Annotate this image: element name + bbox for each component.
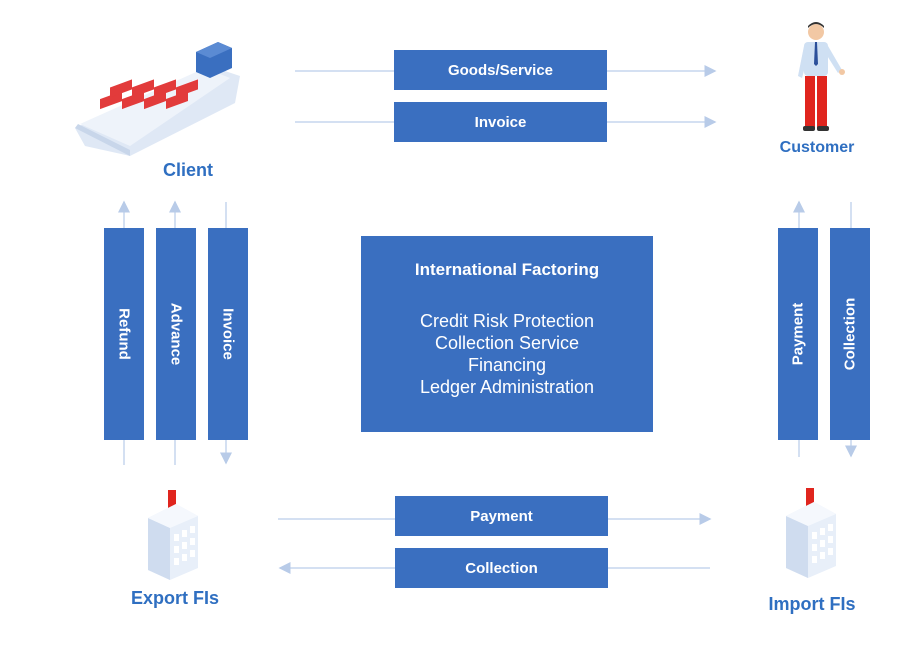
right-collection-box: Collection [830,228,870,440]
service-item: Collection Service [434,333,580,353]
collection-box: Collection [395,548,608,588]
refund-box: Refund [104,228,144,440]
import-fis-label: Import FIs [768,594,856,614]
goods-service-box: Goods/Service [394,50,607,90]
advance-box: Advance [156,228,196,440]
invoice-box: Invoice [394,102,607,142]
service-item: Credit Risk Protection [419,311,595,331]
collection-label: Collection [465,559,538,577]
payment-box: Payment [395,496,608,536]
goods-service-label: Goods/Service [447,61,554,79]
right-payment-box: Payment [778,228,818,440]
export-fis-label: Export FIs [130,588,219,608]
factoring-box: International Factoring Credit Risk Prot… [361,236,653,432]
ship-icon [75,42,240,156]
customer-label: Customer [779,139,855,156]
building-icon [148,490,198,580]
person-icon [798,22,845,131]
service-item: Ledger Administration [419,377,595,397]
building-icon [786,488,836,578]
factoring-title: International Factoring [414,260,600,279]
service-item: Financing [467,355,547,375]
right-collection-label: Collection [841,297,859,371]
refund-label: Refund [115,308,133,360]
services-list: Credit Risk Protection Collection Servic… [361,310,653,398]
left-invoice-label: Invoice [219,308,237,360]
left-invoice-box: Invoice [208,228,248,440]
advance-label: Advance [167,302,185,366]
client-label: Client [162,160,213,180]
invoice-label: Invoice [474,113,527,131]
right-payment-label: Payment [789,302,807,366]
payment-label: Payment [470,507,533,525]
